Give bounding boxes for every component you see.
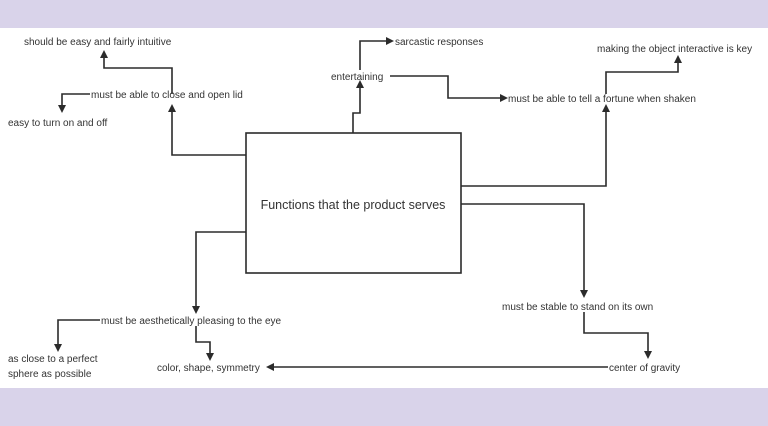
connector-center-to-entertaining: [352, 80, 364, 133]
connector-stable-to-gravity: [583, 312, 652, 359]
connector-center-to-lid: [168, 104, 246, 156]
connector-center-to-aesthetic: [192, 231, 246, 314]
node-tell-fortune[interactable]: must be able to tell a fortune when shak…: [508, 94, 696, 105]
connector-fortune-to-interactive: [605, 55, 682, 94]
node-center-of-gravity[interactable]: center of gravity: [609, 363, 680, 374]
node-color-shape-symmetry[interactable]: color, shape, symmetry: [157, 363, 260, 374]
bottom-frame-band: [0, 388, 768, 426]
node-aesthetic[interactable]: must be aesthetically pleasing to the ey…: [101, 316, 282, 327]
top-frame-band: [0, 0, 768, 28]
connector-center-to-stable: [461, 203, 588, 298]
connector-lid-to-easy-turn: [58, 93, 90, 113]
center-label: Functions that the product serves: [261, 198, 446, 212]
connector-aesthetic-to-color: [195, 326, 214, 361]
node-sarcastic-responses[interactable]: sarcastic responses: [395, 37, 483, 48]
node-sphere-line-2[interactable]: sphere as possible: [8, 369, 92, 380]
node-easy-intuitive[interactable]: should be easy and fairly intuitive: [24, 37, 172, 48]
connector-center-to-fortune: [461, 104, 610, 187]
connector-lid-to-intuitive: [100, 50, 173, 94]
node-easy-turn-on-off[interactable]: easy to turn on and off: [8, 118, 108, 129]
node-stable[interactable]: must be stable to stand on its own: [502, 302, 653, 313]
connector-entertaining-to-fortune: [390, 75, 508, 102]
connector-entertaining-to-sarcastic: [359, 37, 394, 70]
connector-aesthetic-to-sphere: [54, 319, 100, 352]
node-close-open-lid[interactable]: must be able to close and open lid: [91, 90, 243, 101]
node-sphere-line-1[interactable]: as close to a perfect: [8, 354, 98, 365]
node-entertaining[interactable]: entertaining: [331, 72, 383, 83]
center-box[interactable]: [245, 132, 462, 274]
node-interactive-key[interactable]: making the object interactive is key: [597, 44, 752, 55]
